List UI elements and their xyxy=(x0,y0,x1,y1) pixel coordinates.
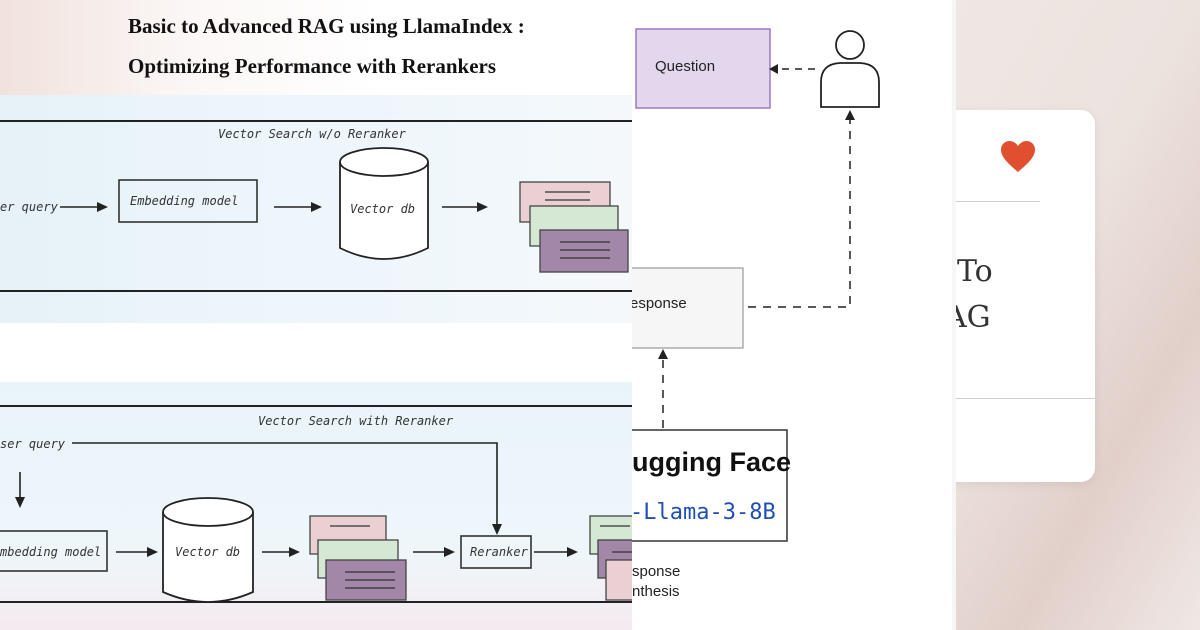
arrow-head-response xyxy=(658,349,668,359)
response-box xyxy=(630,267,744,349)
embedding-model-box-top xyxy=(118,179,258,223)
vector-db-cylinder-bottom xyxy=(162,497,254,603)
retrieved-docs-bottom xyxy=(309,515,407,601)
diagram-top-frame xyxy=(0,120,632,292)
embedding-model-label-top: Embedding model xyxy=(130,194,239,208)
arrow-head-embed-top xyxy=(97,202,108,212)
embedding-model-box-bottom xyxy=(0,530,108,572)
arrow-head-db-top xyxy=(311,202,322,212)
arrow-head-docs-bottom xyxy=(289,547,300,557)
embedding-model-label-bottom: mbedding model xyxy=(0,545,102,559)
arrow-head-final-docs xyxy=(567,547,578,557)
user-query-label-bottom: ser query xyxy=(0,437,66,451)
reranked-docs xyxy=(589,515,632,601)
diagram-bottom-title: Vector Search with Reranker xyxy=(258,414,454,428)
diagram-top-title: Vector Search w/o Reranker xyxy=(218,127,406,141)
model-name: -Llama-3-8B xyxy=(630,500,776,525)
article-title-line2: Optimizing Performance with Rerankers xyxy=(128,54,497,78)
heart-icon[interactable] xyxy=(1000,140,1036,174)
user-icon xyxy=(820,30,880,108)
arrow-head-user xyxy=(845,110,855,120)
arrow-response-to-user xyxy=(748,118,851,308)
synthesis-label-line1: sponse xyxy=(632,563,681,580)
rag-diagrams xyxy=(0,120,632,603)
arrow-head-question xyxy=(769,64,778,74)
flow-diagram-panel: Question esponse ugging Face -Llama-3-8B… xyxy=(630,0,952,630)
card-divider-bottom xyxy=(955,398,1095,399)
arrow-head-db-bottom xyxy=(147,547,158,557)
article-card[interactable] xyxy=(940,110,1095,482)
article-title-line1: Basic to Advanced RAG using LlamaIndex : xyxy=(128,14,525,38)
arrow-head-reranker xyxy=(444,547,455,557)
hugging-face-title: ugging Face xyxy=(632,447,792,477)
hugging-face-box xyxy=(630,429,788,542)
response-label: esponse xyxy=(630,295,687,312)
card-divider-top xyxy=(955,201,1040,202)
flow-diagram xyxy=(630,28,880,542)
reranker-box xyxy=(460,535,532,569)
synthesis-label-line2: nthesis xyxy=(632,583,680,600)
diagram-bottom-bg xyxy=(0,382,632,630)
arrow-head-docs-top xyxy=(477,202,488,212)
vector-db-label-bottom: Vector db xyxy=(175,545,241,559)
article-thumbnail[interactable]: Basic to Advanced RAG using LlamaIndex :… xyxy=(0,0,632,630)
question-label: Question xyxy=(655,58,716,75)
arrow-head-embed-bottom xyxy=(15,497,25,508)
retrieved-docs-top xyxy=(519,181,629,273)
vector-db-label-top: Vector db xyxy=(350,202,416,216)
card-text-line1: To xyxy=(957,254,993,289)
arrow-query-to-reranker xyxy=(72,442,498,525)
title-area xyxy=(0,0,632,95)
reranker-label: Reranker xyxy=(470,545,528,559)
diagram-bottom-frame xyxy=(0,405,632,603)
user-query-label-top: er query xyxy=(0,200,58,214)
panel-edge xyxy=(952,0,956,630)
arrow-head-reranker-down xyxy=(492,524,502,535)
vector-db-cylinder-top xyxy=(339,147,429,260)
